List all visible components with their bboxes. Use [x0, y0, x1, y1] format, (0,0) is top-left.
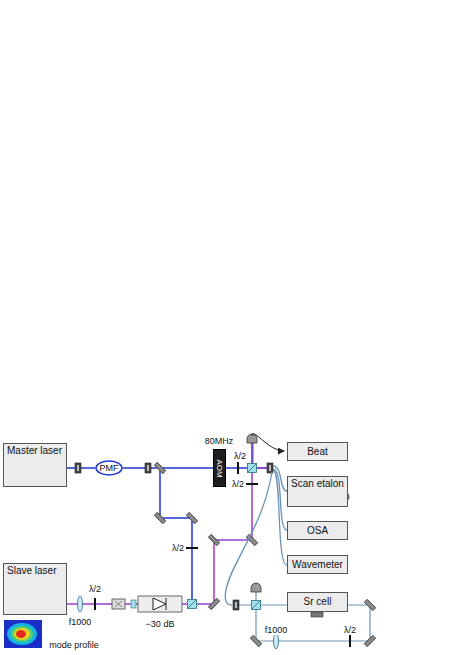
node-label: PMF: [100, 463, 119, 473]
component-label: −30 dB: [145, 619, 176, 629]
instrument-box: Scan etalon: [287, 476, 348, 507]
component-label: 80MHz: [204, 436, 235, 446]
vapor-cell-box: Sr cell: [287, 592, 348, 612]
node-label: Sr cell: [304, 596, 332, 608]
node-label: Master laser: [7, 445, 62, 457]
instrument-box: OSA: [287, 521, 348, 540]
laser-box: Slave laser: [3, 563, 67, 615]
mode-profile-image: [4, 620, 42, 648]
component-label: λ/2: [343, 625, 357, 635]
node-label: Scan etalon: [291, 478, 344, 490]
component-label: f1000: [68, 617, 93, 627]
node-label: Slave laser: [7, 565, 56, 577]
aom-box: AOM: [213, 449, 226, 487]
component-label: λ/2: [171, 543, 185, 553]
component-label: f1000: [264, 625, 289, 635]
node-label: OSA: [307, 525, 328, 537]
component-label: mode profile: [48, 640, 100, 650]
fibers: [225, 466, 287, 605]
component-label: λ/2: [88, 584, 102, 594]
fiber-coil: PMF: [95, 460, 123, 476]
component-label: λ/2: [233, 451, 247, 461]
component-label: λ/2: [231, 479, 245, 489]
laser-box: Master laser: [3, 443, 67, 487]
node-label: Wavemeter: [292, 559, 343, 571]
node-label: AOM: [215, 459, 224, 477]
beam-connector: [123, 467, 213, 469]
instrument-box: Beat: [287, 442, 348, 461]
sr-beam: [236, 592, 370, 641]
node-label: Beat: [307, 446, 328, 458]
instrument-box: Wavemeter: [287, 555, 348, 574]
